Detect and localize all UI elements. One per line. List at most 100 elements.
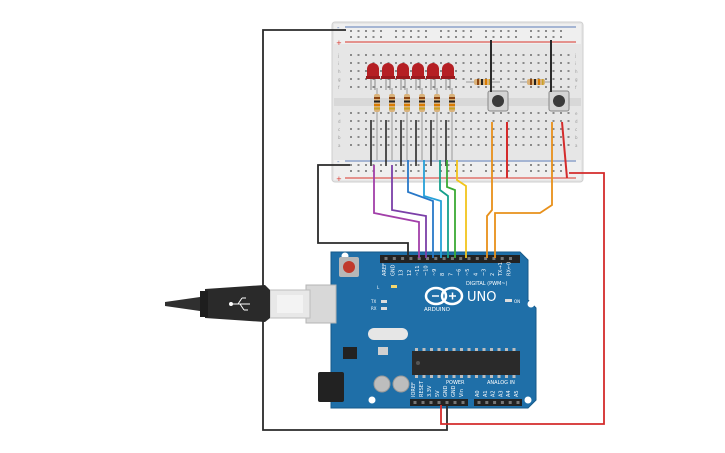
- pin2-wire[interactable]: [494, 122, 553, 258]
- row-letter: j: [337, 53, 339, 58]
- header-pin[interactable]: [401, 257, 405, 260]
- header-pin[interactable]: [475, 257, 479, 260]
- header-pin[interactable]: [461, 401, 465, 404]
- header-pin[interactable]: [445, 401, 449, 404]
- pin10-wire[interactable]: [423, 160, 442, 258]
- led-resistor[interactable]: [430, 88, 440, 166]
- header-pin[interactable]: [434, 257, 438, 260]
- header-pin[interactable]: [493, 401, 497, 404]
- row-letter: e: [575, 111, 578, 116]
- usb-cable[interactable]: [165, 284, 337, 324]
- header-pin[interactable]: [467, 257, 471, 260]
- led-resistor[interactable]: [415, 88, 425, 166]
- digital-pin-label: ~11: [415, 265, 421, 276]
- button-resistor-1[interactable]: [466, 79, 500, 85]
- 5v-wire[interactable]: [440, 172, 605, 425]
- row-letter: f: [575, 85, 577, 90]
- pin12-wire[interactable]: [391, 165, 427, 258]
- pin11-wire[interactable]: [407, 160, 434, 258]
- power-pin-label: Vin: [459, 389, 465, 397]
- header-pin[interactable]: [508, 401, 512, 404]
- led-resistor[interactable]: [370, 88, 380, 166]
- gnd-wire-inner[interactable]: [317, 164, 409, 257]
- header-pin[interactable]: [500, 257, 504, 260]
- header-pin[interactable]: [509, 257, 512, 260]
- breadboard-center-gap: [334, 98, 581, 106]
- row-letter: e: [338, 111, 341, 116]
- red-led[interactable]: [381, 63, 395, 90]
- header-pin[interactable]: [409, 257, 413, 260]
- digital-pin-label: ~6: [457, 269, 463, 276]
- digital-pin-label: 13: [399, 270, 405, 276]
- header-pin[interactable]: [413, 401, 417, 404]
- row-letter: i: [338, 61, 339, 66]
- header-pin[interactable]: [453, 401, 457, 404]
- digital-header[interactable]: [380, 255, 520, 263]
- digital-pin-label: TX→1: [498, 262, 504, 277]
- pin7-wire[interactable]: [456, 160, 467, 258]
- header-pin[interactable]: [384, 257, 388, 260]
- bottom-rail-plus-sign: +: [336, 175, 342, 183]
- red-led[interactable]: [366, 63, 380, 90]
- usb-icon: [229, 297, 250, 311]
- header-pin[interactable]: [429, 401, 433, 404]
- arduino-model-text: UNO: [467, 290, 496, 305]
- led-resistor[interactable]: [400, 88, 410, 166]
- header-pin[interactable]: [516, 401, 520, 404]
- analog-header[interactable]: [474, 399, 522, 406]
- power-pin-label: GND: [443, 385, 449, 397]
- row-letter: g: [338, 77, 341, 82]
- red-led[interactable]: [441, 63, 455, 90]
- atmega-chip: [412, 351, 520, 375]
- row-letter: j: [574, 53, 576, 58]
- l-led-label: L: [377, 285, 380, 290]
- pin8-wire[interactable]: [446, 160, 456, 258]
- tx-led-label: TX: [370, 299, 376, 304]
- red-led[interactable]: [426, 63, 440, 90]
- header-pin[interactable]: [485, 401, 489, 404]
- power-pin-label: 3.3V: [427, 385, 433, 397]
- header-pin[interactable]: [477, 401, 481, 404]
- row-letter: a: [338, 143, 341, 148]
- pushbutton-2[interactable]: [548, 90, 570, 112]
- reset-button[interactable]: [339, 257, 359, 277]
- pin3-wire[interactable]: [486, 122, 493, 258]
- header-pin[interactable]: [392, 257, 396, 260]
- header-pin[interactable]: [459, 257, 463, 260]
- pushbutton-1[interactable]: [487, 90, 509, 112]
- button2-vcc-jumper[interactable]: [561, 121, 568, 179]
- header-pin[interactable]: [421, 401, 425, 404]
- digital-pin-label: ~3: [482, 269, 488, 276]
- row-letter: h: [575, 69, 578, 74]
- pin9-wire[interactable]: [439, 160, 449, 258]
- header-pin[interactable]: [417, 257, 421, 260]
- header-pin[interactable]: [500, 401, 504, 404]
- header-pin[interactable]: [492, 257, 496, 260]
- led-resistor[interactable]: [385, 88, 395, 166]
- digital-pin-label: ~10: [424, 265, 430, 276]
- digital-pin-label: ~5: [465, 269, 471, 276]
- chip-pins: [415, 348, 516, 378]
- capacitor-1: [373, 375, 391, 393]
- header-pin[interactable]: [426, 257, 429, 260]
- row-letter: d: [575, 119, 578, 124]
- button-resistor-2[interactable]: [520, 79, 552, 85]
- led-resistor[interactable]: [445, 88, 455, 166]
- row-letter: b: [338, 135, 341, 140]
- power-label: POWER: [446, 380, 465, 386]
- power-jack[interactable]: [318, 372, 344, 402]
- digital-pin-label: 8: [440, 273, 446, 276]
- red-led[interactable]: [411, 63, 425, 90]
- gnd-wire-outer[interactable]: [262, 29, 448, 431]
- red-led[interactable]: [396, 63, 410, 90]
- pin13-wire[interactable]: [373, 165, 420, 258]
- header-pin[interactable]: [442, 257, 446, 260]
- digital-pin-label: GND: [390, 264, 396, 276]
- digital-header-label: DIGITAL (PWM~): [466, 281, 508, 287]
- header-pin[interactable]: [450, 257, 454, 260]
- header-pin[interactable]: [484, 257, 488, 260]
- header-pin[interactable]: [437, 401, 441, 404]
- crystal-oscillator: [368, 328, 408, 340]
